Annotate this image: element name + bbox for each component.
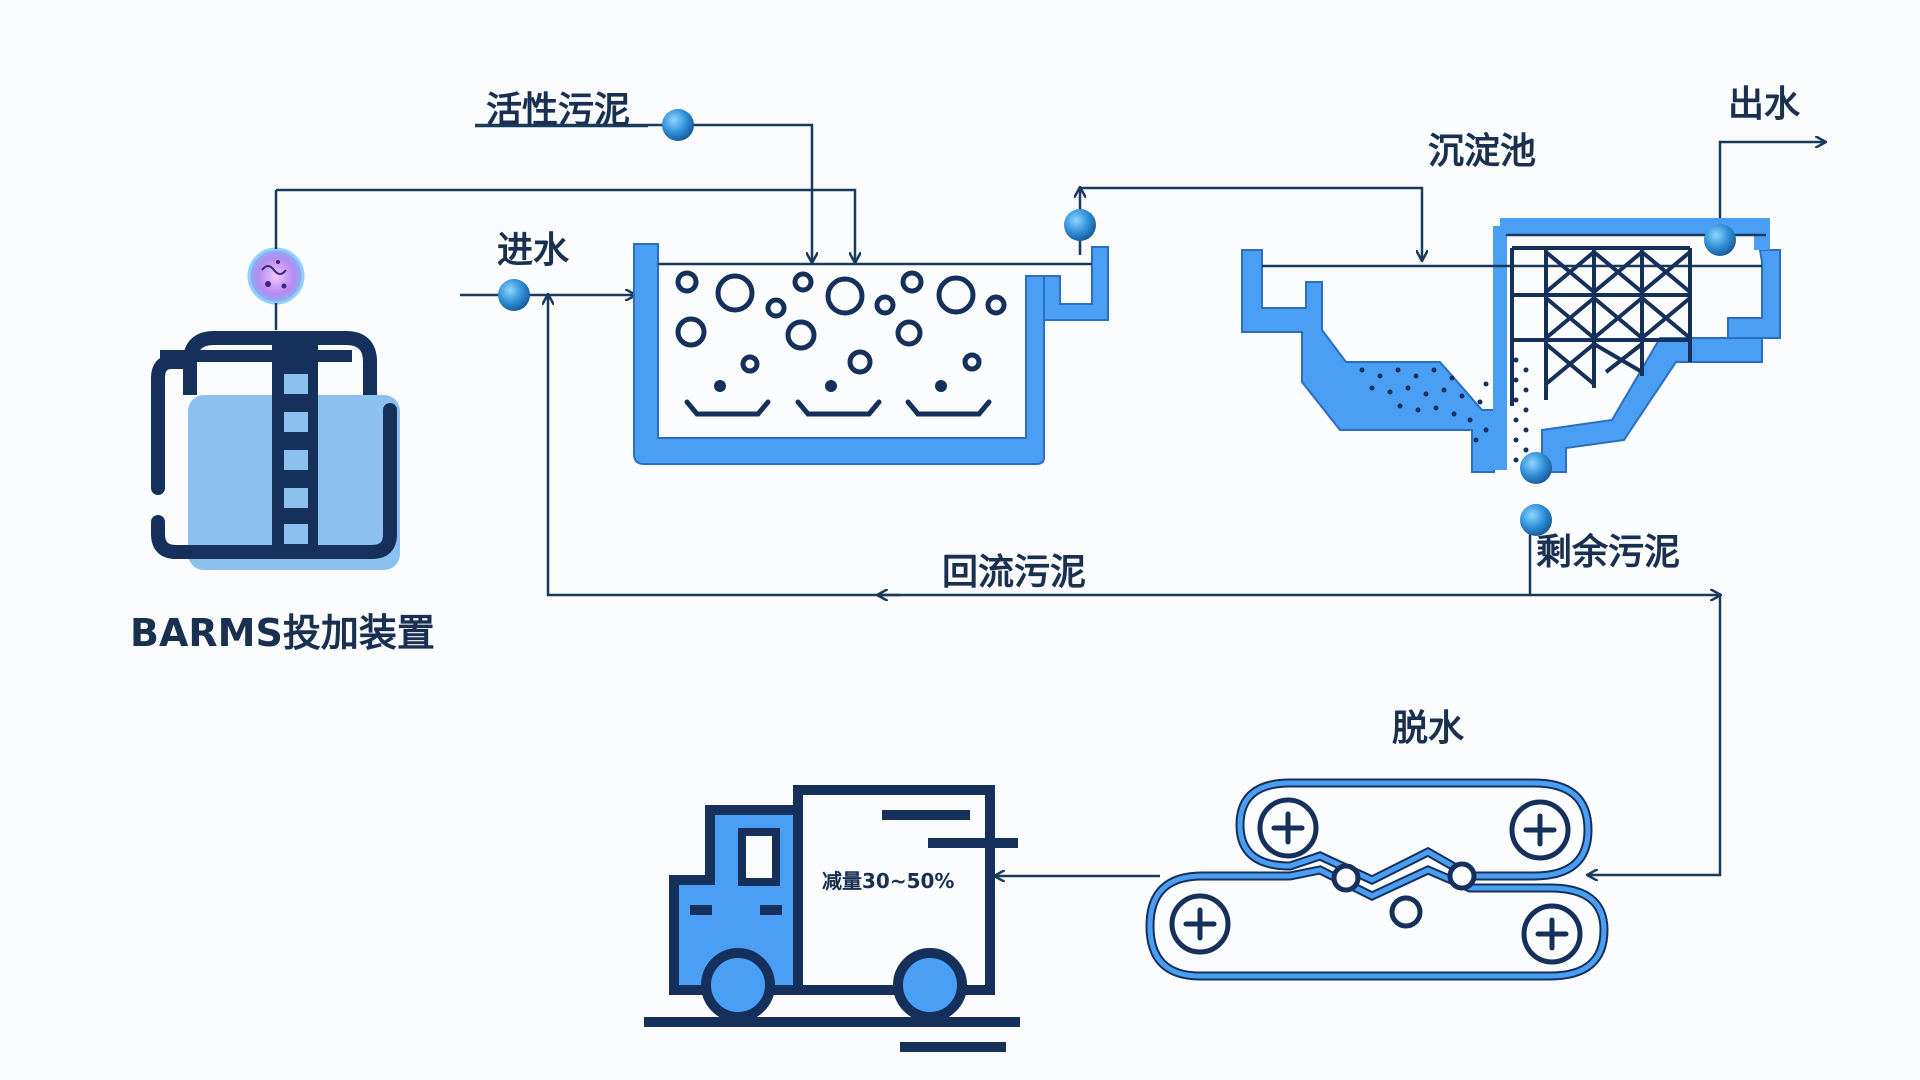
truck-icon: [644, 785, 1020, 1052]
aeration-tank-icon: [633, 243, 1109, 465]
microbe-icon: [247, 247, 305, 305]
barms-dosing-device-icon: [151, 331, 400, 570]
settling-tank-icon: [1241, 218, 1781, 473]
label-activated-sludge: 活性污泥: [486, 90, 630, 131]
label-outflow: 出水: [1728, 84, 1801, 125]
sensor-node: [498, 109, 1736, 536]
label-inflow: 进水: [497, 230, 570, 271]
label-dewatering: 脱水: [1392, 708, 1465, 749]
label-reduction: 减量30~50%: [822, 869, 954, 893]
label-barms-device: BARMS投加装置: [130, 611, 435, 655]
label-return-sludge: 回流污泥: [942, 552, 1086, 593]
label-settling-tank: 沉淀池: [1428, 131, 1536, 172]
belt-press-icon: [1145, 778, 1609, 981]
label-excess-sludge: 剩余污泥: [1536, 531, 1680, 573]
